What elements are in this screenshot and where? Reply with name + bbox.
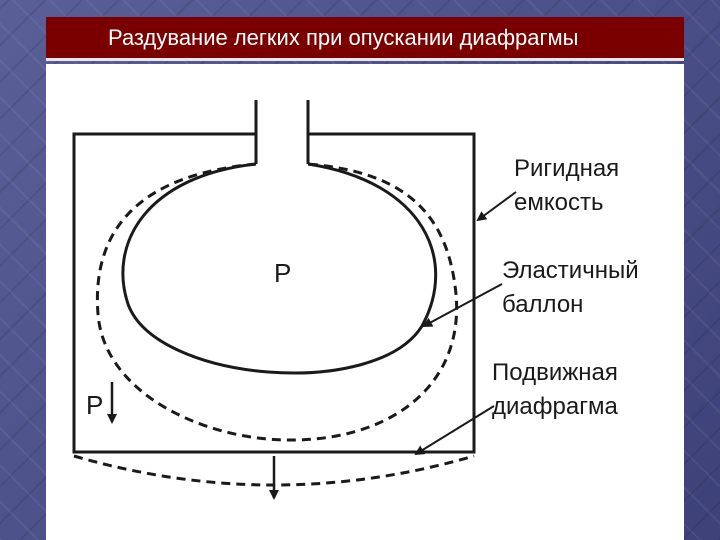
movable-diaphragm-label-line1: Подвижная xyxy=(492,359,618,386)
rigid-container-pointer xyxy=(476,191,517,222)
elastic-balloon xyxy=(121,162,438,375)
elastic-balloon-label-line2: баллон xyxy=(502,291,583,318)
slide-canvas: P P Ригидная емкость Эластичный баллон П… xyxy=(46,64,684,540)
movable-diaphragm-label-line2: диафрагма xyxy=(492,393,618,420)
rigid-container-label-line1: Ригидная xyxy=(514,155,619,182)
slide-title-text: Раздувание легких при опускании диафрагм… xyxy=(108,24,579,50)
lung-model-diagram: P P Ригидная емкость Эластичный баллон П… xyxy=(72,100,639,500)
inner-pressure-label: P xyxy=(274,258,291,288)
inflated-balloon-dashed xyxy=(95,162,459,442)
slide-title: Раздувание легких при опускании диафрагм… xyxy=(46,17,684,61)
elastic-balloon-pointer xyxy=(422,283,503,327)
movable-diaphragm-pointer xyxy=(414,405,495,456)
elastic-balloon-label-line1: Эластичный xyxy=(502,257,639,284)
rigid-container-outline xyxy=(72,100,476,454)
outer-pressure-label: P xyxy=(86,390,103,420)
rigid-container-label-line2: емкость xyxy=(514,189,603,216)
